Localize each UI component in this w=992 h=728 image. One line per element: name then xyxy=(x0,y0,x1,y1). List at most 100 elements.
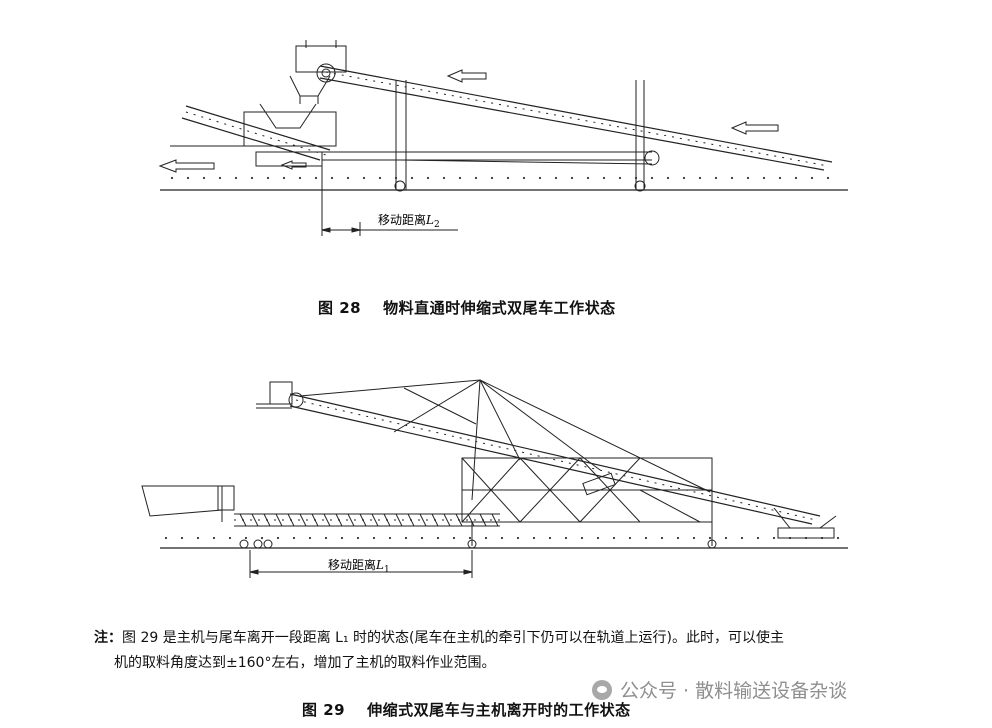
rail-dot xyxy=(250,176,254,180)
rail-dot xyxy=(682,176,686,180)
rail-dot xyxy=(356,536,360,540)
rail-dot xyxy=(170,176,174,180)
rail-dot xyxy=(730,176,734,180)
rail-dot xyxy=(298,176,302,180)
rail-dot xyxy=(500,536,504,540)
rail-dot xyxy=(458,176,462,180)
figure-28-caption: 图 28 物料直通时伸缩式双尾车工作状态 xyxy=(318,297,616,318)
note-line-2: 机的取料角度达到±160°左右，增加了主机的取料作业范围。 xyxy=(114,655,496,671)
rail-dot xyxy=(724,536,728,540)
truss-brace xyxy=(287,513,295,527)
rail-dot xyxy=(186,176,190,180)
rail-dot xyxy=(666,176,670,180)
rail-dot xyxy=(196,536,200,540)
rail-dot xyxy=(580,536,584,540)
rail-dot xyxy=(650,176,654,180)
rail-dot xyxy=(452,536,456,540)
rail-dot xyxy=(522,176,526,180)
truss-brace xyxy=(263,513,271,527)
rail-dot xyxy=(692,536,696,540)
figure-29-title: 伸缩式双尾车与主机离开时的工作状态 xyxy=(367,701,631,719)
rail-dot xyxy=(202,176,206,180)
rail-dot xyxy=(548,536,552,540)
rail-dot xyxy=(388,536,392,540)
rail-dot xyxy=(506,176,510,180)
note-lead: 注： xyxy=(94,630,122,646)
figure-29-drawing: 移动距离L1 xyxy=(141,379,848,578)
rail-dot xyxy=(314,176,318,180)
rail-dot xyxy=(762,176,766,180)
rail-dot xyxy=(564,536,568,540)
truss-brace xyxy=(251,513,259,527)
rail-dot xyxy=(436,536,440,540)
rail-dot xyxy=(442,176,446,180)
rail-dot xyxy=(826,176,830,180)
figure-28-number: 图 28 xyxy=(318,299,362,317)
rail-dot xyxy=(532,536,536,540)
rail-dot xyxy=(586,176,590,180)
rail-dot xyxy=(612,536,616,540)
figure-28-title: 物料直通时伸缩式双尾车工作状态 xyxy=(383,299,616,317)
rail-dot xyxy=(212,536,216,540)
truss-brace xyxy=(443,513,451,527)
rail-dot xyxy=(836,536,840,540)
rail-dot xyxy=(340,536,344,540)
rail-dot xyxy=(740,536,744,540)
rail-dot xyxy=(810,176,814,180)
truss-brace xyxy=(323,513,331,527)
rail-dot xyxy=(708,536,712,540)
truss-brace xyxy=(479,513,487,527)
truss-brace xyxy=(455,513,463,527)
rail-dot xyxy=(164,536,168,540)
truss-brace xyxy=(275,513,283,527)
rail-dot xyxy=(180,536,184,540)
rail-dot xyxy=(538,176,542,180)
rail-dot xyxy=(596,536,600,540)
rail-dot xyxy=(570,176,574,180)
rail-dot xyxy=(426,176,430,180)
figure-28-drawing: 移动距离L2 xyxy=(158,40,848,236)
truss-brace xyxy=(347,513,355,527)
rail-dot xyxy=(234,176,238,180)
rail-dot xyxy=(372,536,376,540)
rail-dot xyxy=(772,536,776,540)
rail-dot xyxy=(756,536,760,540)
rail-dot xyxy=(420,536,424,540)
rail-dot xyxy=(468,536,472,540)
rail-dot xyxy=(602,176,606,180)
truss-brace xyxy=(419,513,427,527)
rail-dot xyxy=(308,536,312,540)
rail-dot xyxy=(282,176,286,180)
rail-dot xyxy=(554,176,558,180)
truss-brace xyxy=(371,513,379,527)
rail-dot xyxy=(516,536,520,540)
rail-dot xyxy=(378,176,382,180)
rail-dot xyxy=(410,176,414,180)
truss-brace xyxy=(407,513,415,527)
rail-dot xyxy=(660,536,664,540)
truss-brace xyxy=(311,513,319,527)
rail-dot xyxy=(628,536,632,540)
rail-dot xyxy=(228,536,232,540)
wechat-icon xyxy=(592,680,612,700)
rail-dot xyxy=(276,536,280,540)
rail-dot xyxy=(698,176,702,180)
rail-dot xyxy=(260,536,264,540)
truss-brace xyxy=(383,513,391,527)
rail-dot xyxy=(292,536,296,540)
rail-dot xyxy=(794,176,798,180)
figure-29-dimension-label: 移动距离L1 xyxy=(328,557,390,575)
truss-brace xyxy=(335,513,343,527)
rail-dot xyxy=(484,536,488,540)
rail-dot xyxy=(346,176,350,180)
watermark: 公众号 · 散料输送设备杂谈 xyxy=(592,676,847,703)
truss-brace xyxy=(491,513,499,527)
rail-dot xyxy=(266,176,270,180)
truss-brace xyxy=(431,513,439,527)
rail-dot xyxy=(676,536,680,540)
figure-28-dimension-label: 移动距离L2 xyxy=(378,212,440,230)
truss-brace xyxy=(467,513,475,527)
rail-dot xyxy=(644,536,648,540)
figure-29-note: 注：图 29 是主机与尾车离开一段距离 L₁ 时的状态(尾车在主机的牵引下仍可以… xyxy=(94,626,944,676)
